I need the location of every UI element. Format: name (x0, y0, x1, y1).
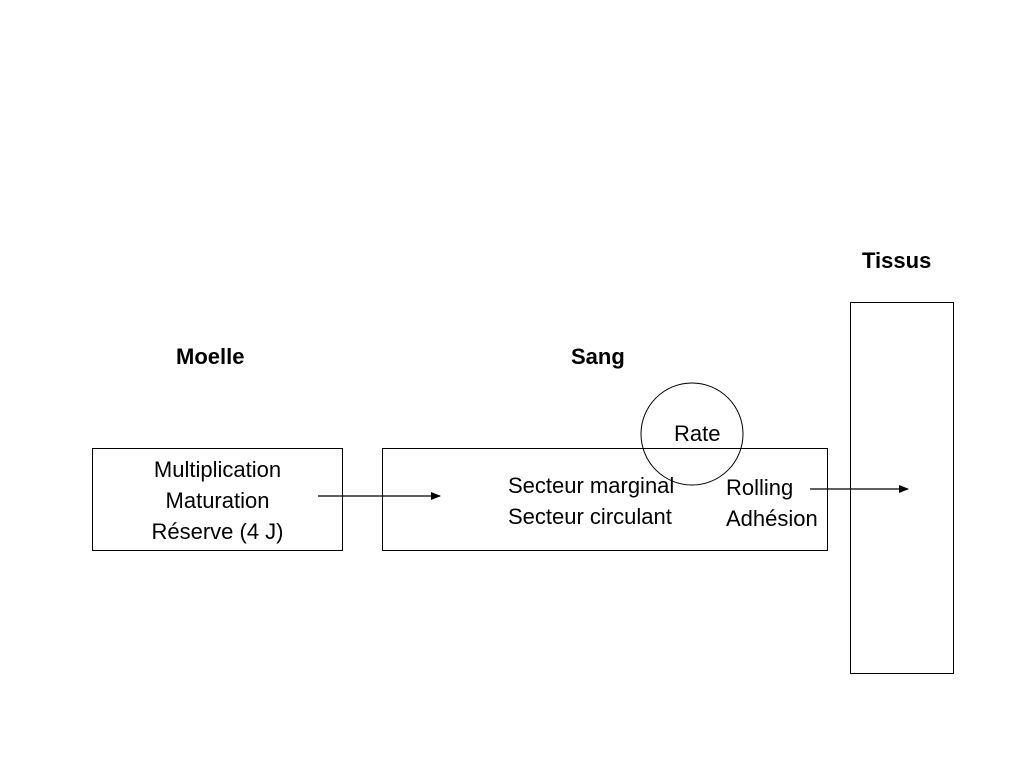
moelle-line-multiplication: Multiplication (153, 457, 282, 482)
moelle-box (92, 448, 343, 551)
sang-line-marginal: Secteur marginal (508, 473, 675, 498)
sang-line-circulant: Secteur circulant (508, 504, 672, 529)
transit-text: Rolling Adhésion (726, 472, 818, 534)
sang-box (382, 448, 828, 551)
heading-sang: Sang (571, 344, 625, 369)
tissus-box (850, 302, 954, 674)
moelle-box-text: Multiplication Maturation Réserve (4 J) (92, 454, 343, 547)
transit-line-rolling: Rolling (726, 475, 794, 500)
transit-line-adhesion: Adhésion (726, 506, 818, 531)
sang-box-text: Secteur marginal Secteur circulant (508, 470, 674, 532)
moelle-line-maturation: Maturation (165, 488, 270, 513)
heading-tissus: Tissus (862, 248, 932, 273)
rate-label: Rate (674, 421, 721, 446)
moelle-line-reserve: Réserve (4 J) (151, 519, 284, 544)
heading-moelle: Moelle (176, 344, 245, 369)
rate-circle (640, 382, 744, 486)
